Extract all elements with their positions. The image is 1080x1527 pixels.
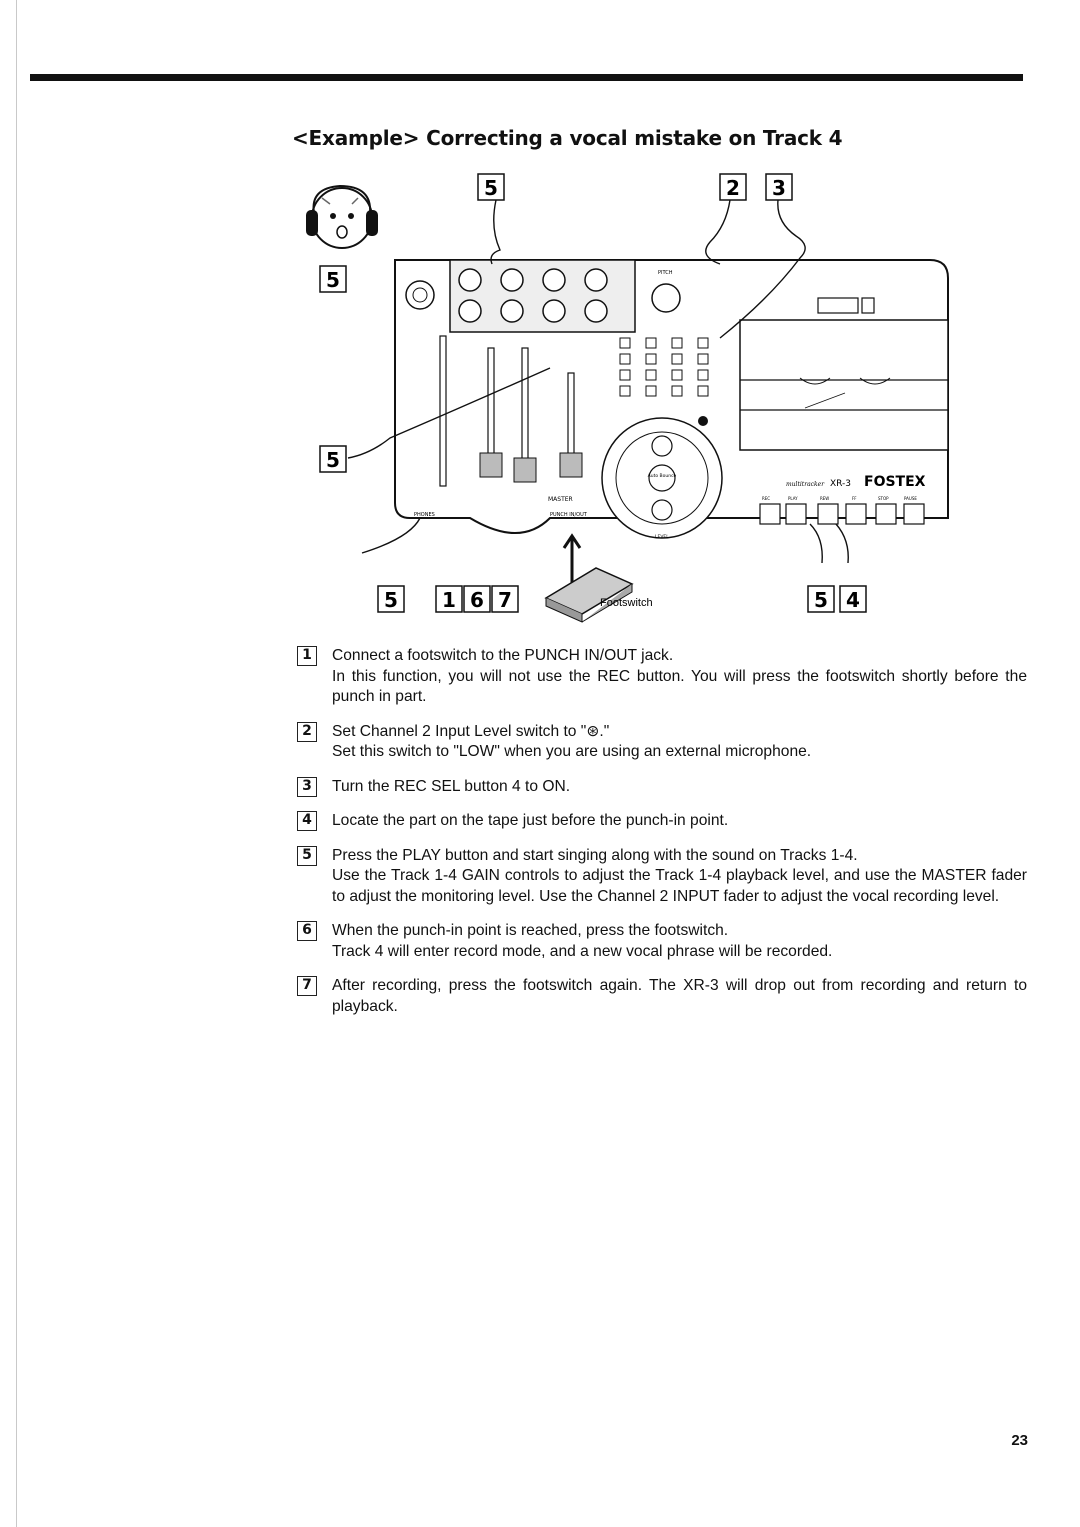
svg-text:2: 2 [726, 176, 740, 200]
step-number: 1 [297, 646, 317, 666]
page-title: <Example> Correcting a vocal mistake on … [292, 126, 843, 150]
step-number: 2 [297, 721, 317, 742]
callout-bottom-7: 7 [491, 585, 519, 613]
svg-text:5: 5 [484, 176, 498, 200]
page-number: 23 [1011, 1432, 1028, 1449]
svg-text:Auto Bounce: Auto Bounce [648, 473, 677, 479]
callout-top-3: 3 [765, 173, 793, 201]
svg-text:LEVEL: LEVEL [655, 534, 669, 540]
step-text: Set Channel 2 Input Level switch to "⊛." [332, 722, 610, 740]
step-5: 5 Press the PLAY button and start singin… [297, 845, 1027, 908]
step-number: 7 [297, 976, 317, 996]
step-7: 7 After recording, press the footswitch … [297, 976, 1027, 1017]
svg-text:REC: REC [762, 496, 770, 501]
callout-bottom-right-5: 5 [807, 585, 835, 613]
svg-text:multitracker: multitracker [786, 481, 825, 488]
svg-text:PUNCH IN/OUT: PUNCH IN/OUT [550, 512, 588, 518]
callout-bottom-1: 1 [435, 585, 463, 613]
step-text: Track 4 will enter record mode, and a ne… [332, 942, 833, 960]
step-4: 4 Locate the part on the tape just befor… [297, 811, 1027, 832]
step-text: Connect a footswitch to the PUNCH IN/OUT… [332, 647, 674, 664]
svg-text:MASTER: MASTER [548, 496, 573, 503]
singer-head-icon [306, 184, 378, 249]
xr3-device: PITCH MASTER PHONES PUNCH IN/OUT [394, 259, 949, 540]
callout-bottom-5: 5 [377, 585, 405, 613]
svg-text:FF: FF [852, 496, 857, 501]
callout-left-5b: 5 [319, 445, 347, 473]
step-text: Locate the part on the tape just before … [332, 812, 729, 829]
svg-text:REW: REW [820, 496, 829, 501]
svg-text:PLAY: PLAY [788, 496, 798, 501]
step-text: Set this switch to "LOW" when you are us… [332, 743, 812, 760]
step-2: 2 Set Channel 2 Input Level switch to "⊛… [297, 721, 1027, 763]
step-6: 6 When the punch-in point is reached, pr… [297, 921, 1027, 962]
svg-text:4: 4 [846, 588, 860, 612]
svg-text:5: 5 [384, 588, 398, 612]
svg-text:XR-3: XR-3 [830, 479, 851, 489]
callout-bottom-right-4: 4 [839, 585, 867, 613]
callout-left-5a: 5 [319, 265, 347, 293]
step-text: After recording, press the footswitch ag… [332, 977, 1027, 1015]
svg-text:PHONES: PHONES [414, 512, 435, 518]
step-number: 6 [297, 921, 317, 941]
svg-text:5: 5 [814, 588, 828, 612]
callout-bottom-6: 6 [463, 585, 491, 613]
step-number: 3 [297, 776, 317, 797]
svg-text:1: 1 [442, 588, 456, 612]
step-text: When the punch-in point is reached, pres… [332, 922, 729, 939]
svg-text:5: 5 [326, 448, 340, 472]
step-1: 1 Connect a footswitch to the PUNCH IN/O… [297, 646, 1027, 708]
svg-text:PITCH: PITCH [658, 270, 673, 276]
step-list: 1 Connect a footswitch to the PUNCH IN/O… [297, 646, 1027, 1031]
svg-text:7: 7 [498, 588, 512, 612]
step-number: 4 [297, 811, 317, 831]
callout-top-2: 2 [719, 173, 747, 201]
callout-top-5: 5 [477, 173, 505, 201]
step-number: 5 [297, 845, 317, 866]
svg-text:PAUSE: PAUSE [904, 496, 917, 501]
step-text: Turn the REC SEL button 4 to ON. [332, 777, 571, 795]
header-rule [30, 74, 1023, 81]
step-3: 3 Turn the REC SEL button 4 to ON. [297, 776, 1027, 798]
punch-arrow-icon [562, 533, 582, 583]
svg-text:Footswitch: Footswitch [600, 597, 653, 609]
svg-text:6: 6 [470, 588, 484, 612]
device-illustration: 5 2 3 5 5 [300, 168, 960, 628]
hand-pointers [347, 199, 849, 564]
step-text: Use the Track 1-4 GAIN controls to adjus… [332, 867, 1027, 905]
svg-text:STOP: STOP [878, 496, 889, 501]
svg-text:5: 5 [326, 268, 340, 292]
step-text: In this function, you will not use the R… [332, 667, 1027, 706]
step-text: Press the PLAY button and start singing … [332, 846, 858, 864]
svg-text:FOSTEX: FOSTEX [864, 474, 926, 490]
scan-edge-line [16, 0, 17, 1527]
footswitch-icon [544, 567, 634, 623]
svg-text:3: 3 [772, 176, 786, 200]
